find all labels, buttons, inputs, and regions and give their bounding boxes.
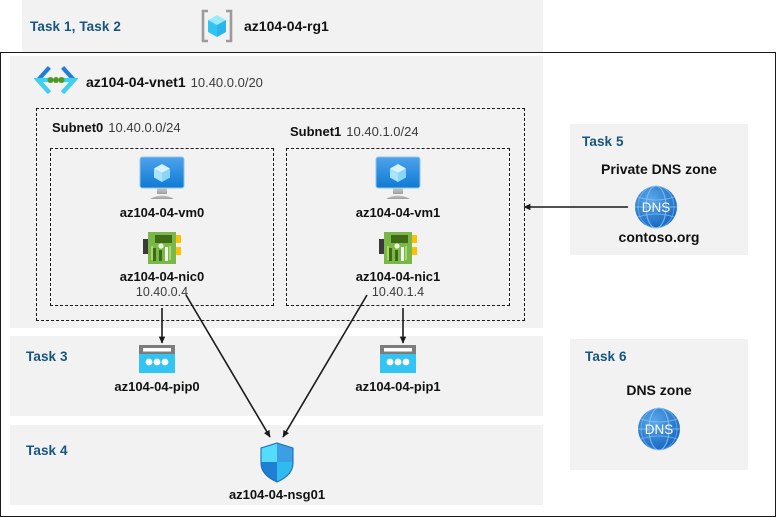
task3-panel bbox=[10, 336, 543, 416]
node-az104-04-nsg01: az104-04-nsg01 bbox=[222, 441, 332, 502]
subnet0-title: Subnet0 10.40.0.0/24 bbox=[52, 119, 181, 137]
dns-zone-heading: DNS zone bbox=[626, 382, 692, 398]
vnet-title: az104-04-vnet1 10.40.0.0/20 bbox=[86, 74, 263, 92]
public-ip-address-icon bbox=[139, 345, 175, 373]
public-ip-address-icon bbox=[380, 345, 416, 373]
pip1-name: az104-04-pip1 bbox=[355, 379, 441, 394]
node-az104-04-vm1: az104-04-vm1 bbox=[338, 155, 458, 220]
virtual-machine-icon bbox=[375, 156, 421, 199]
subnet1-title: Subnet1 10.40.1.0/24 bbox=[290, 123, 419, 141]
pip0-name: az104-04-pip0 bbox=[114, 379, 200, 394]
resource-group-icon bbox=[198, 7, 236, 45]
network-interface-icon bbox=[379, 232, 417, 264]
virtual-network-icon bbox=[34, 66, 78, 94]
task-label-3: Task 3 bbox=[26, 349, 68, 364]
subnets-container bbox=[36, 108, 525, 321]
virtual-machine-icon bbox=[139, 156, 185, 199]
nic0-name: az104-04-nic0 bbox=[119, 269, 205, 284]
subnet0-cidr: 10.40.0.0/24 bbox=[108, 120, 181, 135]
node-az104-04-pip0: az104-04-pip0 bbox=[92, 343, 222, 394]
dns-icon-text: DNS bbox=[645, 422, 674, 437]
node-az104-04-nic1: az104-04-nic1 10.40.1.4 bbox=[338, 230, 458, 299]
network-interface-icon bbox=[143, 232, 181, 264]
task-label-1-2: Task 1, Task 2 bbox=[30, 19, 121, 34]
private-dns-zone-name: contoso.org bbox=[618, 229, 700, 245]
nic1-ip: 10.40.1.4 bbox=[371, 285, 425, 299]
private-dns-zone-heading: Private DNS zone bbox=[601, 161, 717, 177]
node-az104-04-nic0: az104-04-nic0 10.40.0.4 bbox=[102, 230, 222, 299]
nic1-name: az104-04-nic1 bbox=[355, 269, 441, 284]
task-label-5: Task 5 bbox=[582, 134, 624, 149]
dns-icon-text: DNS bbox=[642, 200, 671, 215]
node-az104-04-vm0: az104-04-vm0 bbox=[102, 155, 222, 220]
task-label-4: Task 4 bbox=[26, 443, 68, 458]
vm0-name: az104-04-vm0 bbox=[119, 205, 205, 220]
task-label-6: Task 6 bbox=[585, 349, 627, 364]
nsg-name: az104-04-nsg01 bbox=[228, 487, 326, 502]
vm1-name: az104-04-vm1 bbox=[355, 205, 441, 220]
resource-group-band bbox=[22, 0, 543, 52]
network-security-group-icon bbox=[260, 442, 294, 483]
vnet-panel bbox=[10, 56, 543, 328]
subnet1-box bbox=[286, 148, 510, 306]
subnet1-cidr: 10.40.1.0/24 bbox=[346, 124, 419, 139]
dns-zone-icon: DNS bbox=[630, 183, 682, 231]
subnet0-box bbox=[50, 148, 274, 306]
subnet1-name: Subnet1 bbox=[290, 124, 342, 139]
vnet-cidr: 10.40.0.0/20 bbox=[190, 75, 263, 90]
dns-zone-icon: DNS bbox=[633, 405, 685, 453]
subnet0-name: Subnet0 bbox=[52, 120, 104, 135]
nic0-ip: 10.40.0.4 bbox=[135, 285, 189, 299]
vnet-name: az104-04-vnet1 bbox=[86, 74, 186, 90]
node-az104-04-pip1: az104-04-pip1 bbox=[333, 343, 463, 394]
resource-group-name: az104-04-rg1 bbox=[244, 18, 329, 34]
